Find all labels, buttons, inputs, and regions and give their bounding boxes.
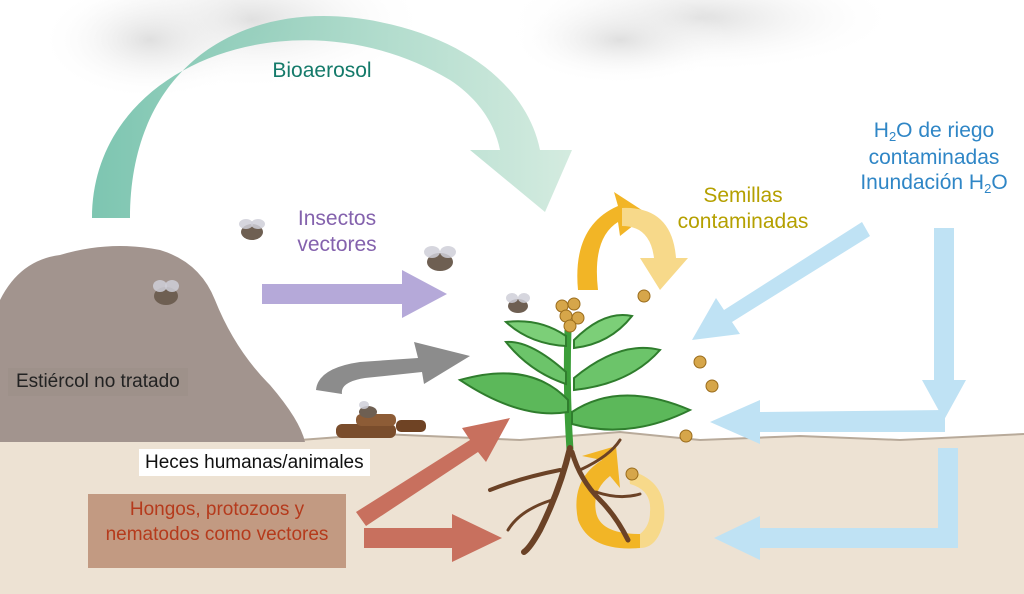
plant: [457, 297, 693, 451]
fungi-label: Hongos, protozoos y nematodos como vecto…: [88, 494, 346, 568]
water-line-3: Inundación H2O: [860, 171, 1008, 197]
bioaerosol-text: Bioaerosol: [272, 59, 372, 82]
fly-icon: [424, 246, 456, 271]
cloud-right: [500, 0, 900, 85]
seeds-label: Semillas contaminadas: [668, 183, 818, 234]
seeds-cycle-arrows: [576, 192, 688, 549]
insects-line-1: Insectos: [297, 207, 377, 230]
fly-icon: [359, 401, 377, 418]
cloud-left: [40, 0, 430, 100]
fungi-line-1: Hongos, protozoos y: [129, 499, 305, 520]
seeds-line-1: Semillas: [703, 184, 783, 207]
fly-icon: [239, 219, 265, 240]
bioaerosol-label: Bioaerosol: [262, 58, 382, 84]
feces-arrow: [316, 342, 470, 394]
manure-label: Estiércol no tratado: [8, 368, 188, 396]
water-arrows: [692, 222, 966, 560]
insects-arrow: [262, 270, 447, 318]
manure-pile: [0, 246, 305, 442]
fungi-line-2: nematodos como vectores: [105, 523, 329, 545]
bioaerosol-arrow: [92, 16, 572, 218]
falling-seeds: [625, 289, 719, 481]
water-line-2: contaminadas: [868, 145, 1000, 169]
fungi-arrow-upper: [356, 418, 510, 526]
water-line-1: H2O de riego: [873, 119, 995, 144]
plant-roots: [488, 438, 642, 555]
water-label: H2O de riego contaminadas Inundación H2O: [844, 118, 1024, 197]
insects-label: Insectos vectores: [282, 206, 392, 257]
feces-label: Heces humanas/animales: [139, 449, 370, 477]
soil-line: [0, 430, 1024, 442]
fly-icon: [153, 280, 179, 305]
fungi-arrow-lower: [364, 514, 502, 562]
insects-line-2: vectores: [297, 232, 377, 256]
fly-icon: [506, 293, 530, 313]
seeds-line-2: contaminadas: [677, 209, 809, 233]
